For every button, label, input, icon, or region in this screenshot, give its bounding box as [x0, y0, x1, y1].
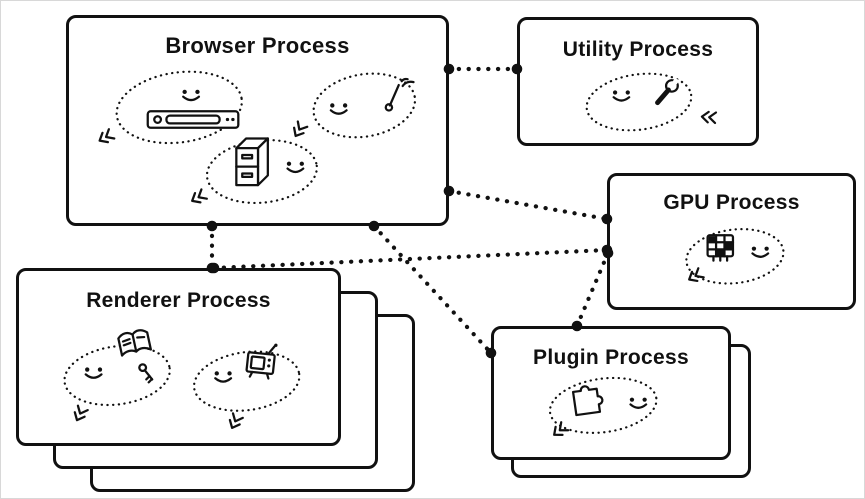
smiley-face: [214, 371, 233, 383]
renderer-process-doodles: [63, 329, 301, 430]
renderer-process-box: Renderer Process: [16, 268, 341, 446]
chevron-marks: [293, 120, 309, 138]
plugin-process-title: Plugin Process: [533, 346, 689, 369]
doodle-blob: [192, 350, 301, 412]
utility-process-title: Utility Process: [562, 38, 714, 61]
file-cabinet-icon: [235, 137, 269, 187]
smiley-face: [84, 367, 103, 379]
chevron-marks: [98, 128, 116, 144]
smiley-face: [286, 161, 305, 174]
gpu-chip-icon: [706, 234, 735, 262]
wrench-icon: [655, 77, 680, 106]
utility-process-doodles: [585, 72, 718, 132]
connection-browser-process-gpu-process: [446, 188, 610, 222]
smiley-face: [329, 103, 348, 115]
key-icon: [138, 363, 154, 384]
doodle-blob: [312, 72, 417, 139]
chevron-marks: [228, 412, 244, 430]
chevron-marks: [73, 404, 89, 422]
gpu-process-box: GPU Process: [607, 173, 856, 310]
network-signal-icon: [384, 77, 415, 112]
chevron-marks: [553, 421, 570, 436]
smiley-face: [751, 246, 770, 258]
browser-process-doodles: [98, 70, 417, 205]
smiley-face: [629, 397, 648, 409]
gpu-process-title: GPU Process: [663, 191, 800, 214]
connection-plugin-process-gpu-process: [574, 250, 611, 329]
chevron-marks: [688, 267, 705, 283]
utility-process-box: Utility Process: [517, 17, 759, 146]
gpu-process-doodles: [685, 228, 785, 285]
doodle-blob: [205, 138, 318, 205]
doodle-blob: [548, 376, 658, 434]
puzzle-piece-icon: [571, 385, 604, 417]
browser-toolbar-icon: [146, 110, 240, 129]
media-player-icon: [245, 343, 278, 380]
smiley-face: [612, 90, 631, 102]
document-book-icon: [117, 329, 152, 357]
plugin-process-doodles: [548, 376, 658, 436]
browser-process-title: Browser Process: [165, 33, 350, 58]
connection-renderer-process-gpu-process: [211, 247, 610, 271]
doodle-blob: [63, 344, 171, 407]
browser-process-box: Browser Process: [66, 15, 449, 226]
plugin-process-box: Plugin Process: [491, 326, 731, 460]
smiley-face: [182, 89, 201, 102]
renderer-process-title: Renderer Process: [86, 289, 271, 312]
chevron-marks: [700, 110, 718, 125]
doodle-blob: [115, 70, 243, 145]
chevron-marks: [191, 188, 208, 204]
doodle-blob: [585, 72, 693, 132]
doodle-blob: [685, 228, 785, 285]
